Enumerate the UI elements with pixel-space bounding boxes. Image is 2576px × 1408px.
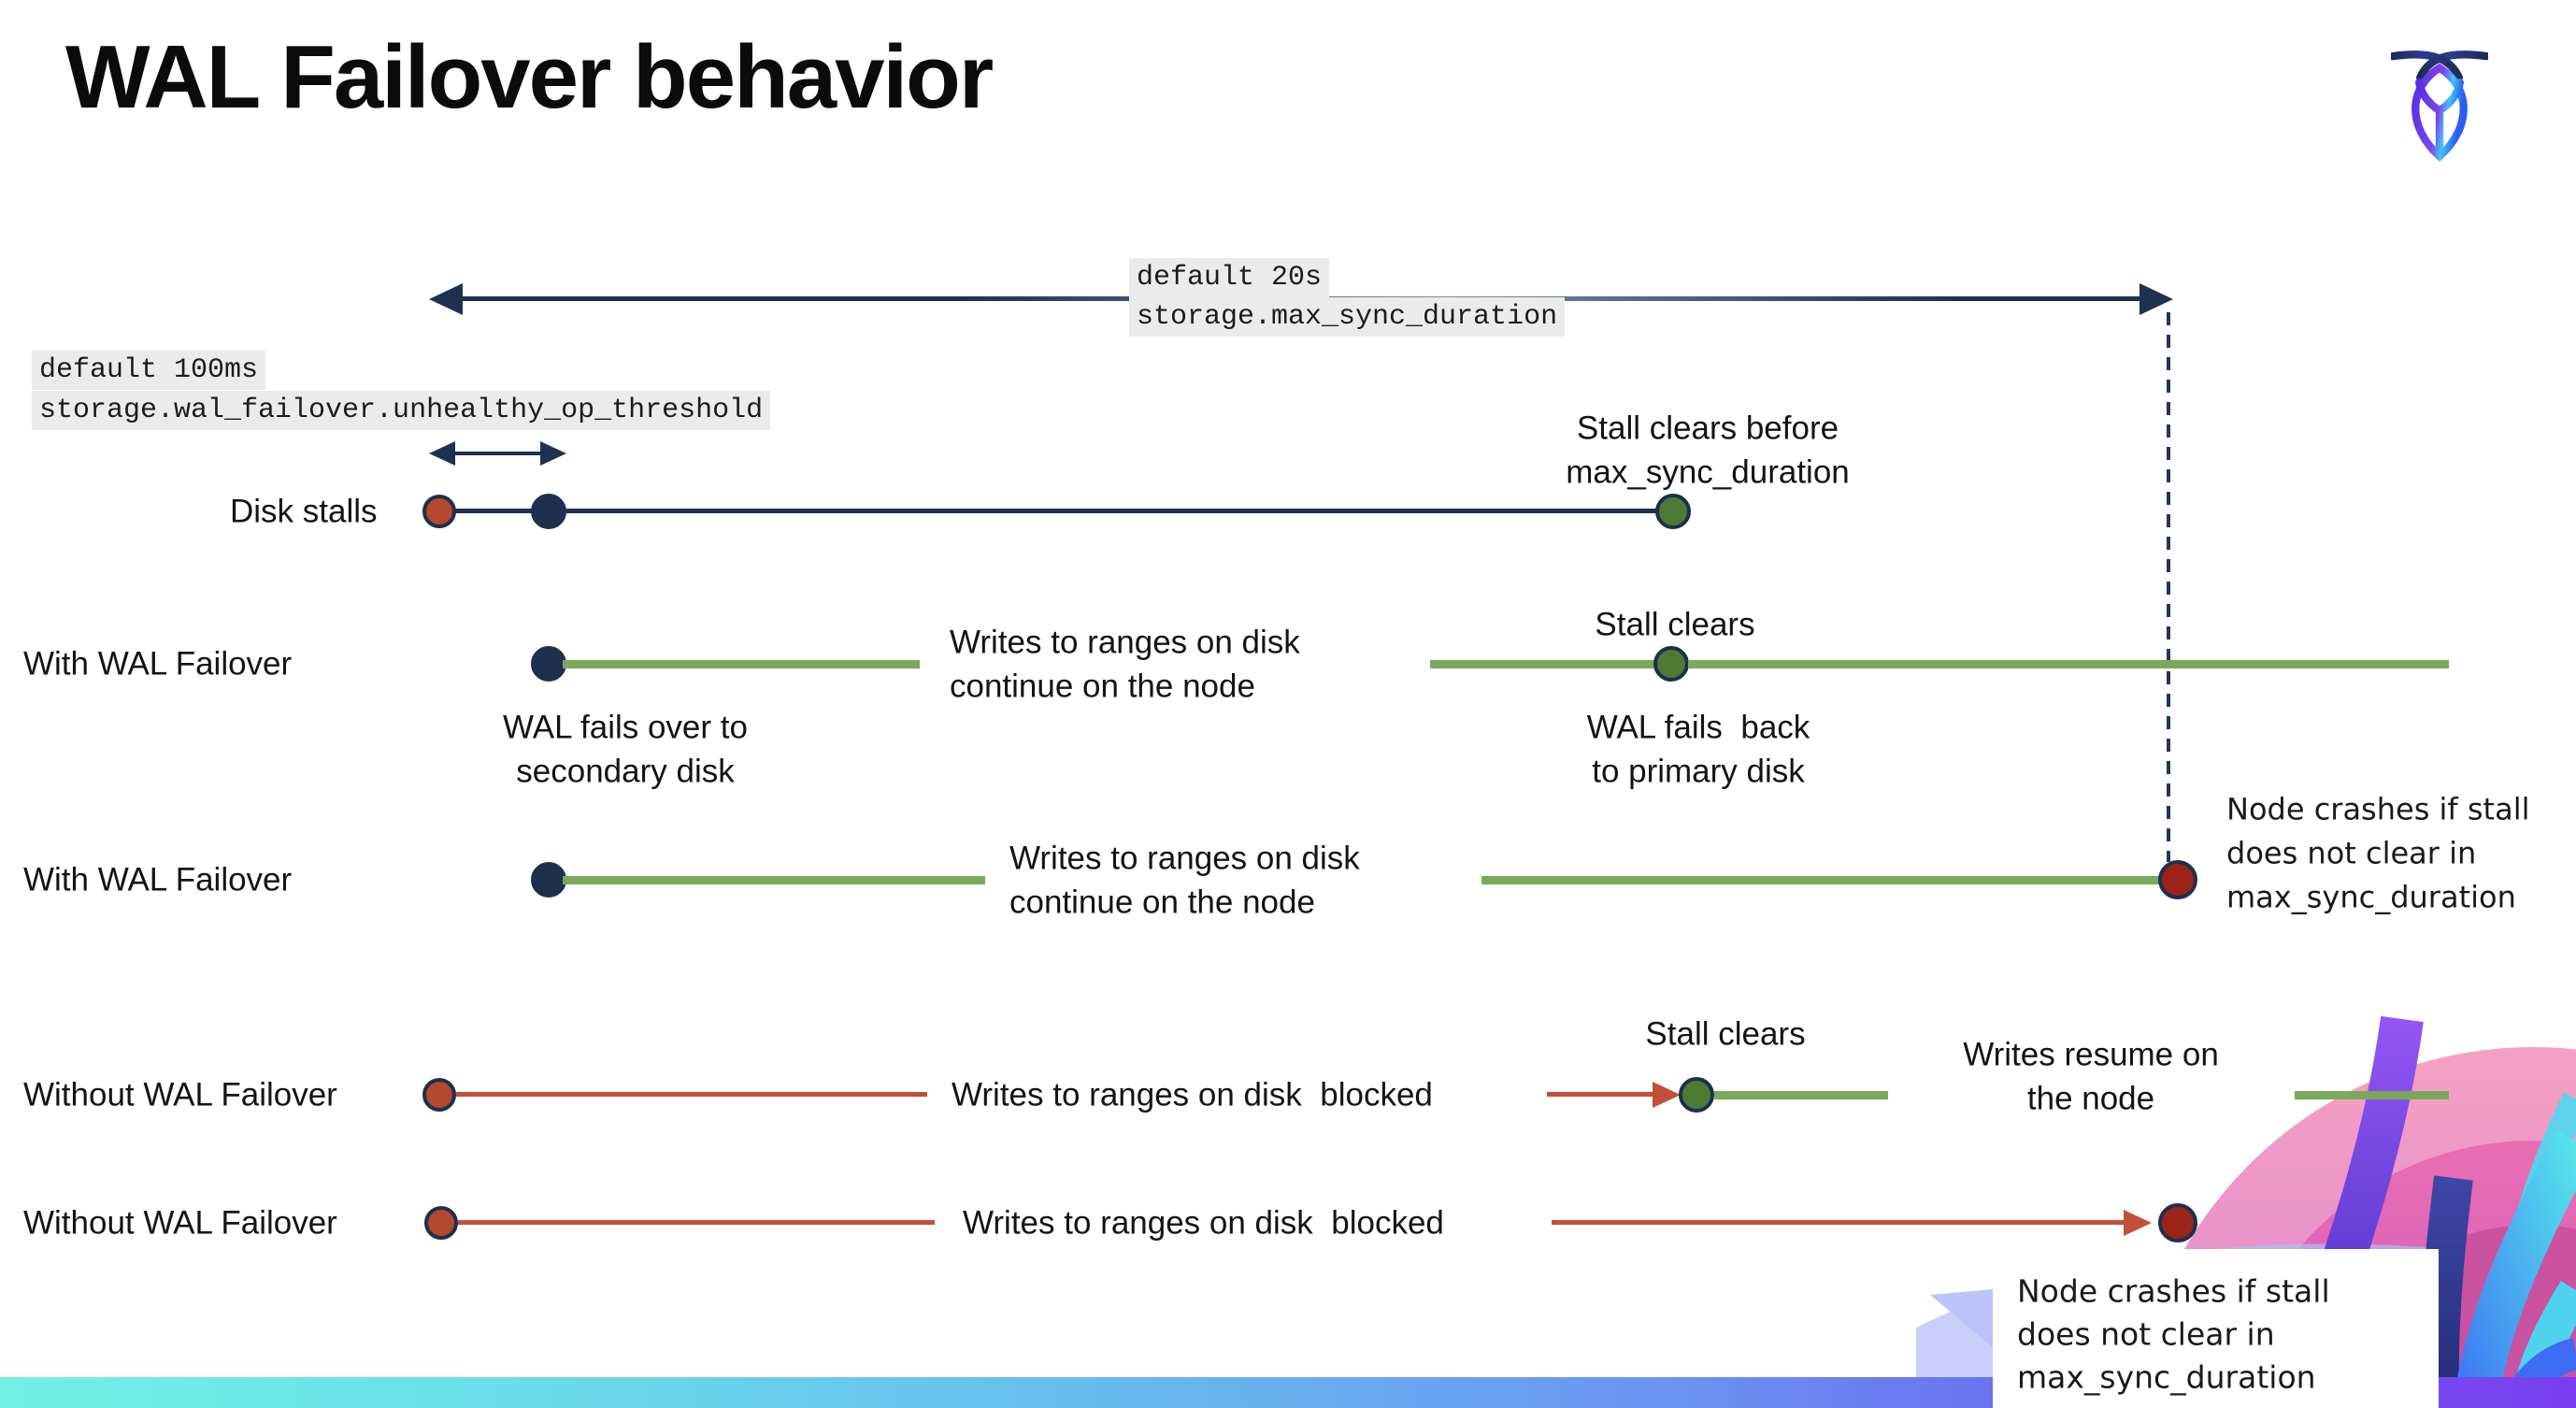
node-crash-note-line3: max_sync_duration: [2017, 1358, 2316, 1396]
writes-blocked-note: Writes to ranges on disk blocked: [963, 1204, 1444, 1242]
wal-fails-over-note-line2: secondary disk: [516, 753, 735, 790]
failover-threshold-dot: [531, 494, 566, 529]
arrowhead-left-icon: [429, 283, 463, 315]
failover-start-dot: [531, 862, 566, 898]
stall-clears-note: Stall clears: [1645, 1015, 1806, 1053]
wal-fails-back-note-line2: to primary disk: [1592, 753, 1805, 790]
row-label-without-wal-failover: Without WAL Failover: [23, 1204, 337, 1242]
unhealthy-op-default-label: default 100ms: [32, 351, 266, 390]
writes-continue-line: [563, 660, 920, 668]
stall-clears-dot: [1655, 494, 1691, 529]
writes-continue-note: Writes to ranges on disk: [950, 624, 1300, 661]
node-crash-note-line2: does not clear in: [2017, 1315, 2275, 1353]
cockroachdb-logo-icon: [2391, 50, 2488, 162]
node-crash-dot: [2158, 860, 2197, 899]
failover-start-dot: [531, 646, 566, 682]
writes-continue-line: [1481, 876, 2161, 884]
writes-blocked-line: [456, 1092, 927, 1097]
writes-continue-line: [563, 876, 985, 884]
stall-clears-dot: [1679, 1077, 1714, 1113]
node-crash-dot: [2158, 1203, 2197, 1243]
stall-clears-before-note-line2: max_sync_duration: [1566, 453, 1850, 491]
writes-blocked-line: [1552, 1220, 2124, 1225]
node-crash-note: Node crashes if stall: [2017, 1272, 2330, 1310]
stall-clears-dot: [1653, 646, 1689, 682]
unhealthy-op-arrow-line: [441, 452, 559, 455]
writes-continue-note-line2: continue on the node: [950, 668, 1255, 705]
writes-resume-line: [1714, 1091, 1888, 1099]
max-sync-deadline-dashed-line: [2167, 312, 2170, 862]
writes-continue-line: [1688, 660, 2449, 668]
stall-start-dot: [422, 1078, 456, 1112]
stall-clears-before-note: Stall clears before: [1576, 409, 1839, 447]
writes-resume-line: [2295, 1091, 2449, 1099]
page-title: WAL Failover behavior: [65, 27, 994, 127]
writes-blocked-line: [458, 1220, 935, 1225]
wal-fails-over-note: WAL fails over to: [503, 709, 748, 746]
wal-fails-back-note: WAL fails back: [1586, 709, 1810, 746]
writes-continue-note: Writes to ranges on disk: [1009, 840, 1360, 877]
row-label-disk-stalls: Disk stalls: [230, 493, 378, 530]
node-crash-note-line2: does not clear in: [2226, 835, 2477, 871]
writes-continue-line: [1430, 660, 1655, 668]
writes-resume-note-line2: the node: [2026, 1080, 2155, 1117]
writes-blocked-line: [1547, 1092, 1653, 1097]
stall-start-dot: [424, 1206, 458, 1240]
arrowhead-right-icon: [2140, 283, 2173, 315]
arrowhead-right-icon: [540, 441, 566, 466]
row-label-with-wal-failover: With WAL Failover: [23, 861, 293, 898]
node-crash-note: Node crashes if stall: [2226, 791, 2530, 827]
red-arrowhead-icon: [1653, 1082, 1681, 1108]
stall-start-dot: [422, 495, 456, 528]
unhealthy-op-setting-name: storage.wal_failover.unhealthy_op_thresh…: [32, 391, 771, 430]
writes-blocked-note: Writes to ranges on disk blocked: [952, 1076, 1433, 1113]
row-label-with-wal-failover: With WAL Failover: [23, 645, 293, 682]
row-label-without-wal-failover: Without WAL Failover: [23, 1076, 337, 1113]
max-sync-setting-name: storage.max_sync_duration: [1129, 297, 1566, 337]
red-arrowhead-icon: [2124, 1210, 2152, 1236]
disk-stall-timeline: [439, 509, 1664, 513]
node-crash-note-line3: max_sync_duration: [2226, 879, 2516, 915]
writes-continue-note-line2: continue on the node: [1009, 884, 1315, 921]
arrowhead-left-icon: [429, 441, 455, 466]
node-crash-callout-box: [1993, 1249, 2439, 1408]
max-sync-default-label: default 20s: [1129, 258, 1330, 297]
writes-resume-note: Writes resume on: [1963, 1036, 2219, 1073]
stall-clears-note: Stall clears: [1595, 606, 1755, 643]
